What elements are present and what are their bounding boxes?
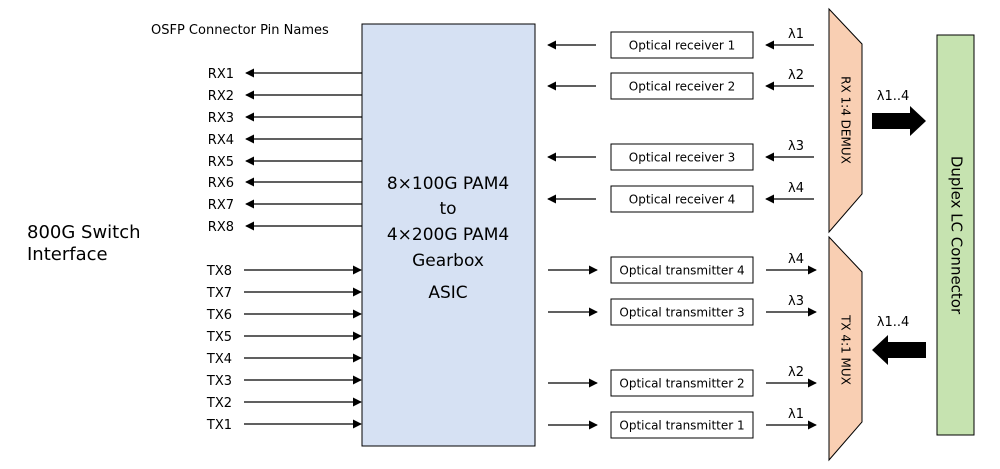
receiver-lambda-label: λ1 [788, 27, 804, 42]
tx-mux-label: TX 4:1 MUX [839, 314, 853, 385]
tx-pin-label: TX7 [206, 286, 232, 301]
rx-pin-label: RX1 [208, 67, 234, 82]
tx-bulk-arrow [872, 335, 926, 365]
rx-pin-label: RX4 [208, 133, 234, 148]
asic-label-line2: to [439, 199, 456, 219]
asic-label-line1: 8×100G PAM4 [387, 174, 509, 194]
optical-receiver-box [610, 72, 754, 100]
duplex-lc-connector [936, 34, 975, 436]
optical-transmitter-label: Optical transmitter 1 [619, 419, 744, 433]
rx-pin-label: RX8 [208, 220, 234, 235]
receiver-lambda-label: λ4 [788, 181, 804, 196]
optical-receiver-label: Optical receiver 1 [629, 39, 735, 53]
transmitter-lambda-label: λ2 [788, 365, 804, 380]
optical-receiver-box [610, 31, 754, 59]
optical-transmitter-label: Optical transmitter 4 [619, 264, 744, 278]
rx-pin-label: RX2 [208, 89, 234, 104]
tx-pin-label: TX8 [206, 264, 232, 279]
rx-demux-label: RX 1:4 DEMUX [839, 76, 853, 164]
switch-interface-label-line1: 800G Switch [27, 222, 141, 243]
tx-pin-label: TX5 [206, 330, 232, 345]
lambda-all-tx-label: λ1..4 [877, 315, 910, 330]
pin-names-header: OSFP Connector Pin Names [151, 23, 329, 38]
rx-demux-block [828, 7, 863, 234]
transmitter-lambda-label: λ3 [788, 294, 804, 309]
optical-receiver-label: Optical receiver 4 [629, 193, 735, 207]
asic-label-line4: Gearbox [412, 251, 484, 271]
optical-transmitter-box [610, 256, 754, 284]
rx-pin-label: RX6 [208, 176, 234, 191]
receiver-lambda-label: λ2 [788, 68, 804, 83]
optical-receiver-box [610, 185, 754, 213]
asic-label-line5: ASIC [428, 283, 467, 303]
tx-pin-label: TX3 [206, 374, 232, 389]
optical-transmitter-box [610, 298, 754, 326]
switch-interface-label-line2: Interface [27, 244, 108, 265]
optical-receiver-box [610, 143, 754, 171]
optical-transmitter-label: Optical transmitter 2 [619, 377, 744, 391]
transmitter-lambda-label: λ1 [788, 407, 804, 422]
optical-transmitter-label: Optical transmitter 3 [619, 306, 744, 320]
rx-pin-label: RX3 [208, 111, 234, 126]
lambda-all-rx-label: λ1..4 [877, 89, 910, 104]
tx-pin-label: TX2 [206, 396, 232, 411]
optical-receiver-label: Optical receiver 3 [629, 151, 735, 165]
transmitter-lambda-label: λ4 [788, 252, 804, 267]
asic-label-line3: 4×200G PAM4 [387, 225, 509, 245]
rx-pin-label: RX5 [208, 155, 234, 170]
duplex-lc-connector-label: Duplex LC Connector [948, 156, 966, 315]
rx-pin-label: RX7 [208, 198, 234, 213]
rx-bulk-arrow [872, 106, 926, 136]
gearbox-asic-block [361, 23, 536, 447]
tx-pin-label: TX4 [206, 352, 232, 367]
optical-receiver-label: Optical receiver 2 [629, 80, 735, 94]
tx-pin-label: TX1 [206, 418, 232, 433]
tx-pin-label: TX6 [206, 308, 232, 323]
optical-transmitter-box [610, 411, 754, 439]
tx-mux-block [828, 235, 863, 462]
receiver-lambda-label: λ3 [788, 139, 804, 154]
optical-transmitter-box [610, 369, 754, 397]
